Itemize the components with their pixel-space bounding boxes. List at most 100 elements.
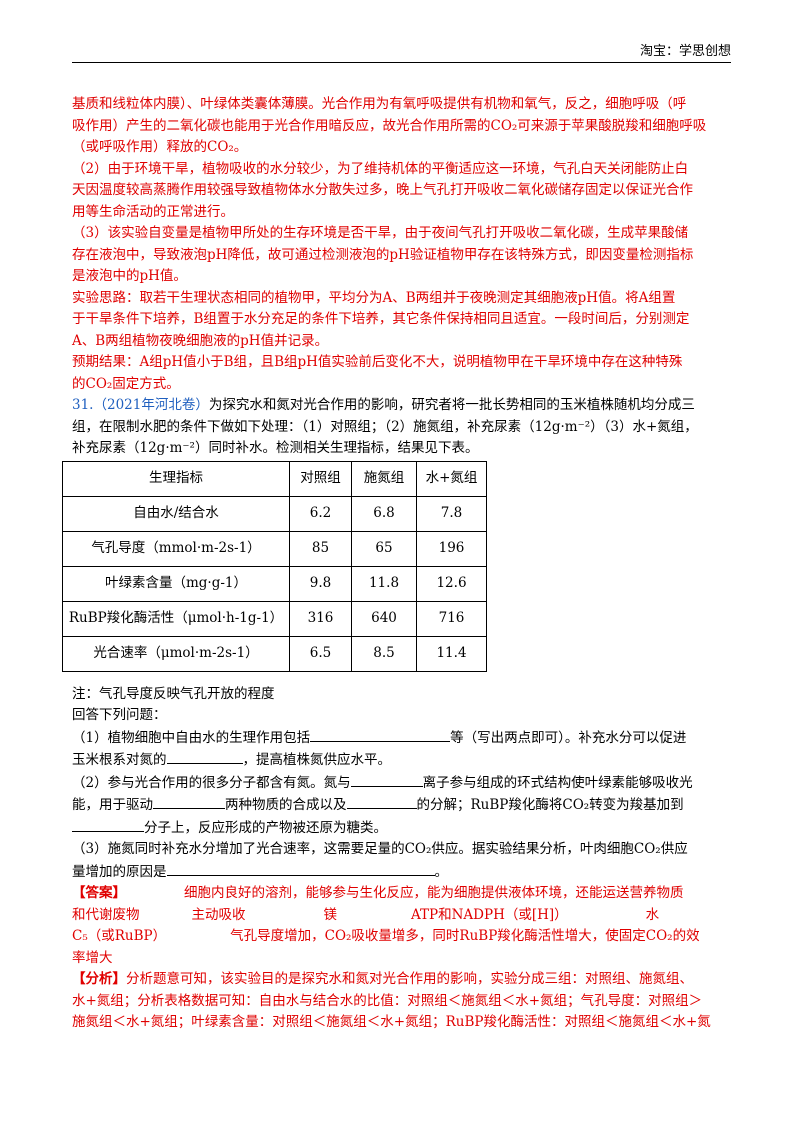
answer-line: 和代谢废物 主动吸收 镁 ATP和NADPH（或[H]） 水 — [72, 905, 731, 927]
question-number: 31. — [72, 397, 94, 413]
table-cell: 716 — [416, 600, 487, 637]
solution-line: 吸作用）产生的二氧化碳也能用于光合作用暗反应，故光合作用所需的CO₂可来源于苹果… — [72, 117, 707, 134]
experiment-idea-line: 实验思路：取若干生理状态相同的植物甲，平均分为A、B两组并于夜晚测定其细胞液pH… — [72, 289, 676, 306]
table-cell: 8.5 — [351, 635, 417, 672]
q2-text: （2）参与光合作用的很多分子都含有氮。氮与 — [72, 774, 351, 791]
answer-blank — [72, 817, 144, 832]
answer-text: 气孔导度增加，CO₂吸收量增多，同时RuBP羧化酶活性增大，使固定CO₂的效 — [230, 928, 700, 944]
analysis-label: 【分析】 — [72, 971, 126, 987]
table-cell: 6.5 — [289, 635, 352, 672]
expected-result-line: 的CO₂固定方式。 — [72, 375, 180, 392]
page-content: 基质和线粒体内膜）、叶绿体类囊体薄膜。光合作用为有氧呼吸提供有机物和氧气，反之，… — [62, 94, 731, 1034]
sub-question-3: （3）施氮同时补充水分增加了光合速率，这需要足量的CO₂供应。据实验结果分析，叶… — [72, 841, 688, 857]
table-header: 施氮组 — [351, 460, 417, 497]
sub-question-2: 能，用于驱动 两种物质的合成以及 的分解；RuBP羧化酶将CO₂转变为羧基加到 — [72, 794, 731, 817]
analysis-line: 水+氮组；分析表格数据可知：自由水与结合水的比值：对照组＜施氮组＜水+氮组；气孔… — [72, 992, 703, 1009]
answer-prompt: 回答下列问题： — [72, 707, 167, 723]
q1-text: ，提高植株氮供应水平。 — [242, 752, 392, 768]
q3-text: 量增加的原因是 — [72, 863, 167, 880]
table-cell: 65 — [351, 530, 417, 567]
header-divider — [72, 62, 731, 63]
sub-question-1: （1）植物细胞中自由水的生理作用包括 等（写出两点即可）。补充水分可以促进 — [72, 727, 731, 750]
question-source: （2021年河北卷） — [93, 397, 209, 413]
answer-blank — [310, 727, 451, 742]
table-cell: 11.8 — [351, 565, 417, 602]
table-row: 叶绿素含量（mg·g-1） 9.8 11.8 12.6 — [62, 565, 487, 602]
experiment-idea-line: A、B两组植物夜晚细胞液的pH值并记录。 — [72, 332, 329, 349]
solution-line: （3）该实验自变量是植物甲所处的生存环境是否干旱，由于夜间气孔打开吸收二氧化碳，… — [72, 225, 689, 241]
table-row: 光合速率（μmol·m-2s-1） 6.5 8.5 11.4 — [62, 635, 487, 672]
solution-line: 存在液泡中，导致液泡pH降低，故可通过检测液泡的pH验证植物甲存在该特殊方式，即… — [72, 246, 694, 263]
sub-question-3: 量增加的原因是 。 — [72, 861, 731, 884]
expected-result-line: 预期结果：A组pH值小于B组，且B组pH值实验前后变化不大，说明植物甲在干旱环境… — [72, 354, 683, 370]
table-cell: 11.4 — [416, 635, 487, 672]
table-row: RuBP羧化酶活性（μmol·h-1g-1） 316 640 716 — [62, 600, 487, 637]
answer-text: 水 — [645, 906, 660, 923]
question-stem-line: 31.（2021年河北卷）为探究水和氮对光合作用的影响，研究者将一批长势相同的玉… — [72, 395, 731, 417]
answer-text: C₅（或RuBP） — [72, 928, 167, 944]
q2-text: 离子参与组成的环式结构使叶绿素能够吸收光 — [422, 774, 693, 791]
sub-question-2: （2）参与光合作用的很多分子都含有氮。氮与 离子参与组成的环式结构使叶绿素能够吸收… — [72, 772, 731, 795]
answer-label: 【答案】 — [72, 885, 126, 901]
question-stem-line: 组，在限制水肥的条件下做如下处理：（1）对照组；（2）施氮组，补充尿素（12g·… — [72, 418, 698, 435]
previous-solution: 基质和线粒体内膜）、叶绿体类囊体薄膜。光合作用为有氧呼吸提供有机物和氧气，反之，… — [72, 94, 731, 395]
table-cell: 7.8 — [416, 495, 487, 532]
table-header-row: 生理指标 对照组 施氮组 水+氮组 — [62, 460, 487, 497]
q1-text: 玉米根系对氮的 — [72, 752, 167, 768]
q3-text: 。 — [434, 863, 449, 880]
solution-line: 天因温度较高蒸腾作用较强导致植物体水分散失过多，晚上气孔打开吸收二氧化碳储存固定… — [72, 182, 693, 198]
table-cell: 自由水/结合水 — [62, 495, 290, 532]
answer-section: 【答案】 细胞内良好的溶剂，能够参与生化反应，能为细胞提供液体环境，还能运送营养物… — [72, 883, 731, 1034]
analysis-line: 【分析】分析题意可知，该实验目的是探究水和氮对光合作用的影响，实验分成三组：对照… — [72, 969, 731, 991]
answer-blank — [346, 794, 417, 809]
analysis-line: 施氮组＜水+氮组；叶绿素含量：对照组＜施氮组＜水+氮组；RuBP羧化酶活性：对照… — [72, 1014, 711, 1030]
table-cell: 气孔导度（mmol·m-2s-1） — [62, 530, 290, 567]
solution-line: 基质和线粒体内膜）、叶绿体类囊体薄膜。光合作用为有氧呼吸提供有机物和氧气，反之，… — [72, 96, 687, 112]
table-row: 气孔导度（mmol·m-2s-1） 85 65 196 — [62, 530, 487, 567]
solution-line: （或呼吸作用）释放的CO₂。 — [72, 139, 248, 155]
data-table: 生理指标 对照组 施氮组 水+氮组 自由水/结合水 6.2 6.8 7.8 气孔… — [62, 460, 487, 672]
table-header: 对照组 — [289, 460, 352, 497]
analysis-text: 分析题意可知，该实验目的是探究水和氮对光合作用的影响，实验分成三组：对照组、施氮… — [126, 971, 693, 987]
answer-line: 率增大 — [72, 949, 113, 966]
q2-text: 能，用于驱动 — [72, 797, 153, 813]
table-cell: 12.6 — [416, 565, 487, 602]
question-31: 31.（2021年河北卷）为探究水和氮对光合作用的影响，研究者将一批长势相同的玉… — [62, 395, 731, 1034]
table-cell: 叶绿素含量（mg·g-1） — [62, 565, 290, 602]
sub-question-2: 分子上，反应形成的产物被还原为糖类。 — [72, 817, 731, 840]
answer-blank — [350, 772, 423, 787]
answer-text: 镁 — [323, 906, 338, 923]
table-note: 注：气孔导度反映气孔开放的程度 — [72, 685, 275, 702]
question-stem: 为探究水和氮对光合作用的影响，研究者将一批长势相同的玉米植株随机均分成三 — [208, 397, 695, 413]
table-cell: RuBP羧化酶活性（μmol·h-1g-1） — [62, 600, 290, 637]
experiment-idea-line: 于干旱条件下培养，B组置于水分充足的条件下培养，其它条件保持相同且适宜。一段时间… — [72, 311, 690, 327]
solution-line: （2）由于环境干旱，植物吸收的水分较少，为了维持机体的平衡适应这一环境，气孔白天… — [72, 160, 689, 177]
answer-line: C₅（或RuBP） 气孔导度增加，CO₂吸收量增多，同时RuBP羧化酶活性增大，使… — [72, 926, 731, 948]
answer-text: ATP和NADPH（或[H]） — [411, 906, 568, 923]
table-cell: 9.8 — [289, 565, 352, 602]
answer-text: 细胞内良好的溶剂，能够参与生化反应，能为细胞提供液体环境，还能运送营养物质 — [184, 885, 684, 901]
table-cell: 6.8 — [351, 495, 417, 532]
q2-text: 分子上，反应形成的产物被还原为糖类。 — [144, 819, 387, 836]
answer-blank — [153, 794, 225, 809]
table-cell: 6.2 — [289, 495, 352, 532]
sub-question-1: 玉米根系对氮的 ，提高植株氮供应水平。 — [72, 749, 731, 772]
answer-blank — [166, 749, 243, 764]
question-stem-line: 补充尿素（12g·m⁻²）同时补水。检测相关生理指标，结果见下表。 — [72, 440, 479, 456]
solution-line: 是液泡中的pH值。 — [72, 268, 187, 284]
table-cell: 196 — [416, 530, 487, 567]
answer-blank — [166, 861, 435, 876]
q2-text: 两种物质的合成以及 — [225, 797, 347, 813]
table-cell: 640 — [351, 600, 417, 637]
q1-text: （1）植物细胞中自由水的生理作用包括 — [72, 729, 311, 746]
q1-text: 等（写出两点即可）。补充水分可以促进 — [450, 729, 687, 746]
table-cell: 85 — [289, 530, 352, 567]
page-header: 淘宝：学思创想 — [639, 44, 731, 59]
solution-line: 用等生命活动的正常进行。 — [72, 203, 234, 220]
answer-text: 和代谢废物 — [72, 906, 140, 923]
table-row: 自由水/结合水 6.2 6.8 7.8 — [62, 495, 487, 532]
table-header: 水+氮组 — [416, 460, 487, 497]
table-cell: 316 — [289, 600, 352, 637]
answer-text: 主动吸收 — [191, 906, 246, 923]
q2-text: 的分解；RuBP羧化酶将CO₂转变为羧基加到 — [416, 797, 684, 813]
